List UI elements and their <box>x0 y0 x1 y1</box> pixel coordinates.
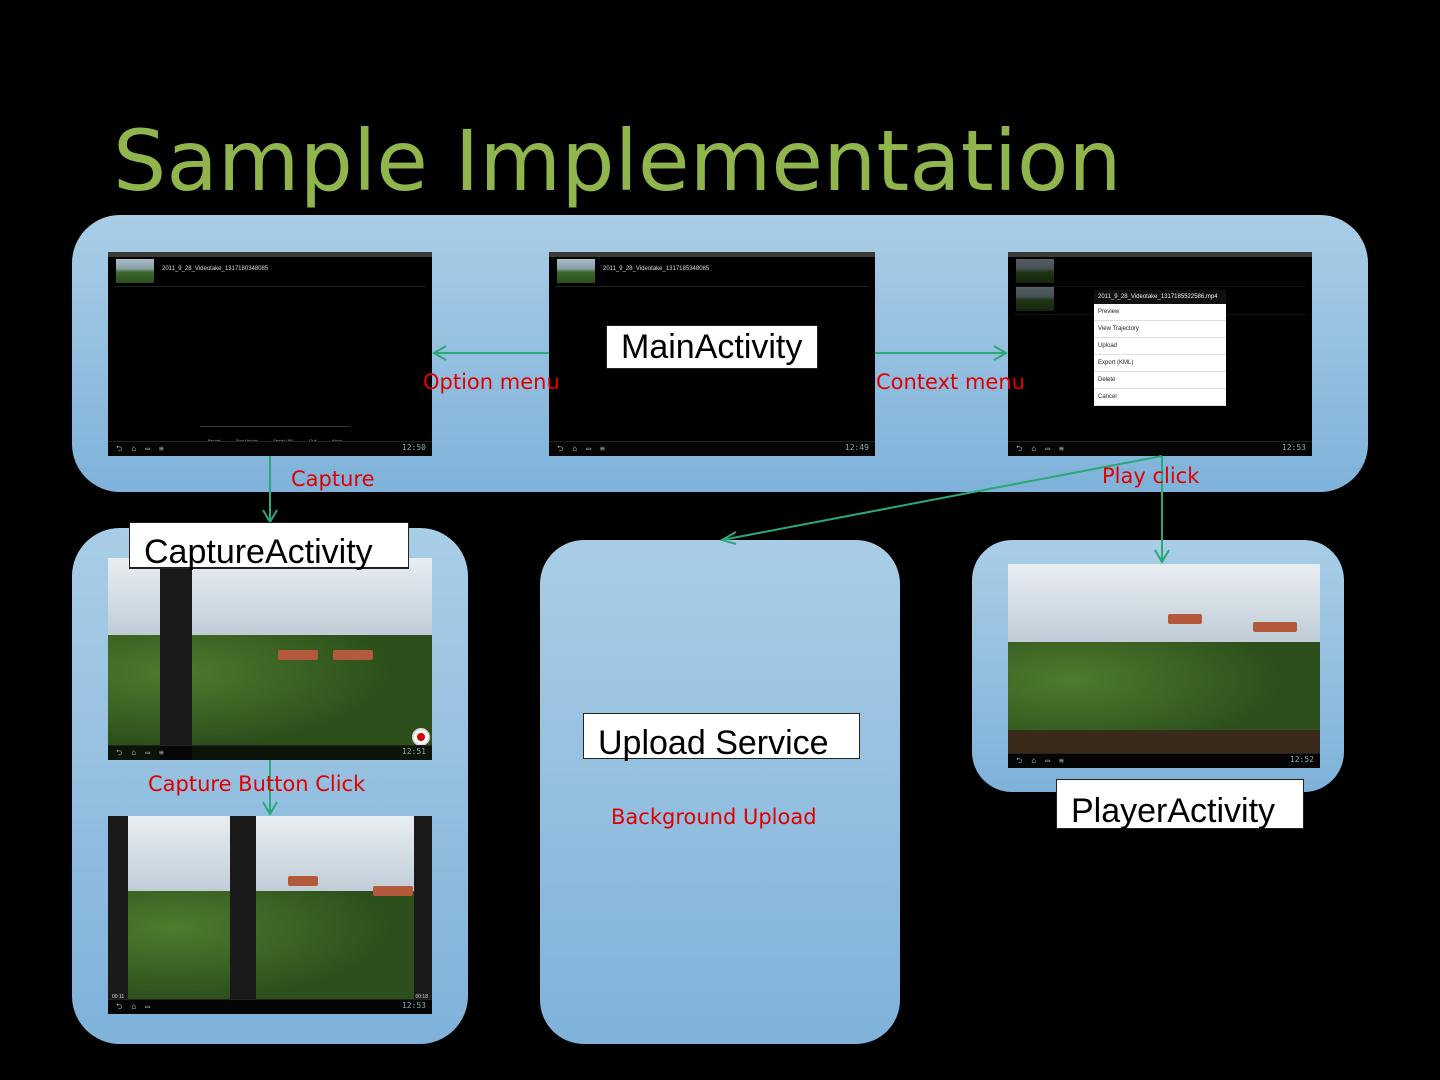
sky <box>1008 564 1320 656</box>
roof <box>1168 614 1202 624</box>
nav-icons[interactable]: ⮌⌂▭≡ <box>1016 444 1073 453</box>
system-nav-bar: ⮌⌂▭≡ 12:53 <box>1008 441 1312 456</box>
option-record[interactable]: Record <box>208 438 221 443</box>
video-time-left: 00:11 <box>112 994 125 1000</box>
option-menu-screenshot: 2011_9_28_Videotake_1317180348085 Record… <box>108 252 432 456</box>
option-about[interactable]: About <box>332 438 342 443</box>
video-time-right: 00:18 <box>415 994 428 1000</box>
capture-preview-screenshot: ⮌⌂▭≡ 12:51 <box>108 558 432 760</box>
roof <box>278 650 318 660</box>
option-server-url[interactable]: Server URL <box>273 438 294 443</box>
nav-icons[interactable]: ⮌⌂▭≡ <box>557 444 614 453</box>
player-screenshot: ⮌⌂▭≡ 12:52 <box>1008 564 1320 768</box>
system-nav-bar: ⮌⌂▭ 12:53 <box>108 999 432 1014</box>
upload-service-label: Upload Service <box>583 713 860 762</box>
recording-screenshot: 00:11 00:18 ⮌⌂▭ 12:53 <box>108 816 432 1014</box>
play-click-label: Play click <box>1102 464 1200 488</box>
menu-item-delete[interactable]: Delete <box>1094 372 1226 389</box>
roof <box>1253 622 1297 632</box>
clock: 12:52 <box>1289 755 1314 764</box>
option-stop-upload[interactable]: Stop Upload <box>236 438 258 443</box>
video-filename: 2011_9_28_Videotake_1317185348085 <box>603 266 710 272</box>
list-item[interactable] <box>1014 256 1306 287</box>
roof <box>333 650 373 660</box>
main-activity-label: MainActivity <box>606 325 818 369</box>
system-nav-bar: ⮌⌂▭≡ 12:50 <box>108 441 432 456</box>
right-border <box>414 816 432 1000</box>
arrow-upload <box>721 455 1163 541</box>
nav-icons[interactable]: ⮌⌂▭≡ <box>116 748 173 757</box>
context-menu-screenshot: 2011_9_28_Videotake_1317185522586.mp4 Pr… <box>1008 252 1312 456</box>
options-bar: Record Stop Upload Server URL Quit About <box>200 426 350 443</box>
menu-item-export-kml[interactable]: Export (KML) <box>1094 355 1226 372</box>
system-nav-bar: ⮌⌂▭≡ 12:52 <box>1008 753 1320 768</box>
nav-icons[interactable]: ⮌⌂▭ <box>116 1002 160 1011</box>
capture-activity-label: CaptureActivity <box>129 522 409 571</box>
clock: 12:53 <box>1281 443 1306 452</box>
left-border <box>108 816 128 1000</box>
roof <box>373 886 413 896</box>
option-menu-label: Option menu <box>423 370 560 394</box>
clock: 12:50 <box>401 443 426 452</box>
arrowhead <box>1154 549 1170 564</box>
arrowhead <box>262 801 278 816</box>
capture-button-click-label: Capture Button Click <box>148 772 366 796</box>
arrowhead <box>719 531 737 545</box>
nav-icons[interactable]: ⮌⌂▭≡ <box>1016 756 1073 765</box>
context-menu-header: 2011_9_28_Videotake_1317185522586.mp4 <box>1094 290 1226 304</box>
system-nav-bar: ⮌⌂▭≡ 12:51 <box>108 745 432 760</box>
menu-item-cancel[interactable]: Cancel <box>1094 389 1226 406</box>
video-thumbnail <box>557 259 595 283</box>
context-menu: 2011_9_28_Videotake_1317185522586.mp4 Pr… <box>1094 290 1226 406</box>
roof <box>288 876 318 886</box>
video-thumbnail <box>1016 287 1054 311</box>
status-bar <box>1008 252 1312 257</box>
window-frame <box>230 816 256 1000</box>
status-bar <box>549 252 875 257</box>
arrowhead <box>993 345 1008 361</box>
list-item[interactable]: 2011_9_28_Videotake_1317180348085 <box>114 256 426 287</box>
clock: 12:49 <box>844 443 869 452</box>
menu-item-view-trajectory[interactable]: View Trajectory <box>1094 321 1226 338</box>
player-activity-label: PlayerActivity <box>1056 779 1304 830</box>
nav-icons[interactable]: ⮌⌂▭≡ <box>116 444 173 453</box>
window-sill <box>1008 730 1320 754</box>
video-filename: 2011_9_28_Videotake_1317180348085 <box>162 266 269 272</box>
context-menu-label: Context menu <box>876 370 1025 394</box>
arrowhead <box>432 345 447 361</box>
slide-title: Sample Implementation <box>113 112 1122 210</box>
capture-label: Capture <box>291 467 375 491</box>
trees <box>108 891 432 1014</box>
video-thumbnail <box>1016 259 1054 283</box>
clock: 12:51 <box>401 747 426 756</box>
system-nav-bar: ⮌⌂▭≡ 12:49 <box>549 441 875 456</box>
menu-item-preview[interactable]: Preview <box>1094 304 1226 321</box>
option-quit[interactable]: Quit <box>309 438 316 443</box>
clock: 12:53 <box>401 1001 426 1010</box>
upload-panel <box>540 540 900 1044</box>
menu-item-upload[interactable]: Upload <box>1094 338 1226 355</box>
list-item[interactable]: 2011_9_28_Videotake_1317185348085 <box>555 256 869 287</box>
status-bar <box>108 252 432 257</box>
window-frame <box>160 558 192 760</box>
background-upload-label: Background Upload <box>611 805 817 829</box>
video-thumbnail <box>116 259 154 283</box>
record-icon <box>417 733 425 741</box>
